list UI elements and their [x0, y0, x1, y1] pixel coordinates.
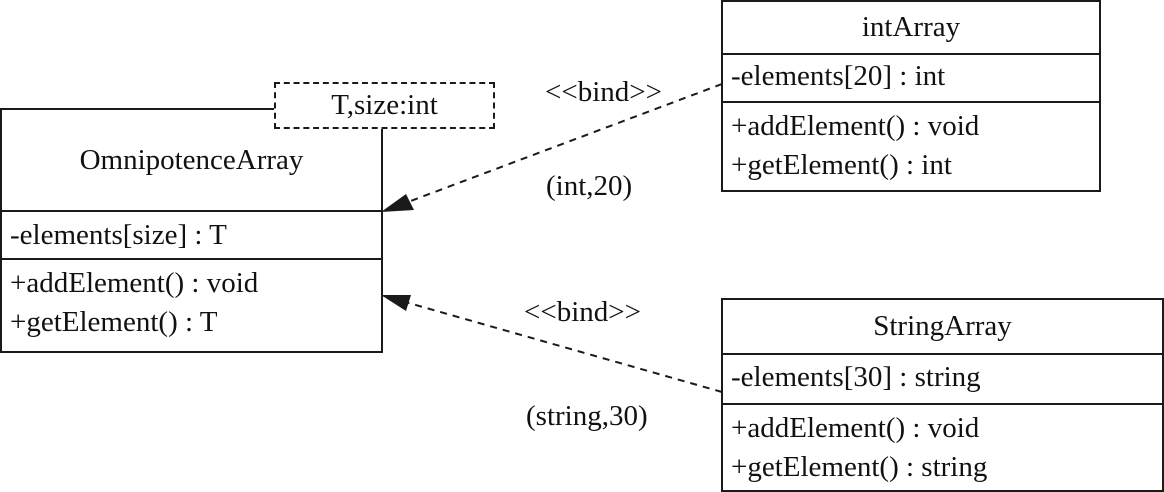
bind-arguments-label: (string,30)	[526, 400, 648, 432]
operation: +addElement() : void	[731, 412, 980, 444]
attributes-section: -elements[30] : string	[723, 353, 1162, 403]
attributes-section: -elements[size] : T	[2, 210, 381, 258]
class-name: StringArray	[873, 310, 1012, 342]
bind-stereotype-label: <<bind>>	[524, 296, 641, 328]
bind-arrowhead-string	[381, 295, 411, 311]
string-array-class: StringArray -elements[30] : string +addE…	[721, 298, 1164, 492]
operation: +addElement() : void	[10, 267, 259, 299]
int-array-class: intArray -elements[20] : int +addElement…	[721, 0, 1101, 192]
operation: +getElement() : int	[731, 149, 952, 181]
attribute: -elements[20] : int	[731, 60, 946, 92]
attribute: -elements[size] : T	[10, 219, 227, 251]
bind-stereotype-label: <<bind>>	[545, 76, 662, 108]
bind-arguments-label: (int,20)	[546, 170, 633, 202]
operation: +getElement() : string	[731, 451, 988, 483]
template-parameters-box: T,size:int	[274, 82, 495, 129]
bind-dependency-string	[383, 295, 723, 393]
operations-section: +addElement() : void +getElement() : int	[723, 101, 1099, 185]
operations-section: +addElement() : void +getElement() : T	[2, 258, 381, 342]
operation: +addElement() : void	[731, 110, 980, 142]
attributes-section: -elements[20] : int	[723, 53, 1099, 101]
attribute: -elements[30] : string	[731, 361, 981, 393]
operation: +getElement() : T	[10, 306, 218, 338]
class-name: OmnipotenceArray	[79, 143, 304, 176]
operations-section: +addElement() : void +getElement() : str…	[723, 403, 1162, 487]
bind-arrowhead-int	[381, 194, 414, 212]
bind-dependency-int	[383, 83, 723, 212]
class-name: intArray	[861, 11, 961, 43]
omnipotence-array-class: OmnipotenceArray -elements[size] : T +ad…	[0, 108, 383, 353]
